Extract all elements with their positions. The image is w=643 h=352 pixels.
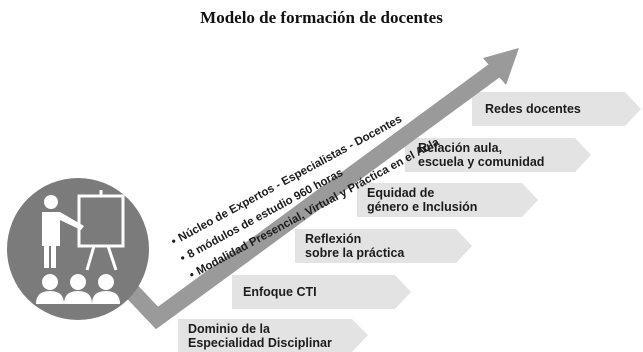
- step-chevron-1: [178, 319, 368, 352]
- step-chevron-3: [295, 229, 472, 263]
- step-4-line-2: género e Inclusión: [367, 200, 478, 214]
- teacher-at-board-icon: [7, 178, 149, 320]
- diagram-title: Modelo de formación de docentes: [200, 8, 443, 27]
- step-label-1: Dominio de la Especialidad Disciplinar: [188, 322, 332, 350]
- step-label-5: Relación aula, escuela y comunidad: [418, 141, 544, 169]
- step-1-line-1: Dominio de la: [188, 322, 270, 336]
- step-label-2: Enfoque CTI: [243, 285, 317, 299]
- step-label-6: Redes docentes: [485, 102, 581, 116]
- step-chevron-4: [357, 183, 538, 217]
- step-label-4: Equidad de género e Inclusión: [367, 186, 477, 214]
- step-3-line-2: sobre la práctica: [305, 246, 405, 260]
- step-4-line-1: Equidad de: [367, 186, 435, 200]
- step-chevron-6: [472, 92, 641, 126]
- step-chevron-5: [405, 138, 591, 172]
- step-1-line-2: Especialidad Disciplinar: [188, 336, 332, 350]
- step-label-3: Reflexión sobre la práctica: [305, 232, 404, 260]
- step-5-line-2: escuela y comunidad: [418, 155, 545, 169]
- step-3-line-1: Reflexión: [305, 232, 362, 246]
- step-5-line-1: Relación aula,: [418, 141, 503, 155]
- step-2-line-1: Enfoque CTI: [243, 285, 317, 299]
- step-6-line-1: Redes docentes: [485, 102, 581, 116]
- step-chevron-2: [232, 275, 411, 309]
- step-chevrons: [178, 92, 641, 352]
